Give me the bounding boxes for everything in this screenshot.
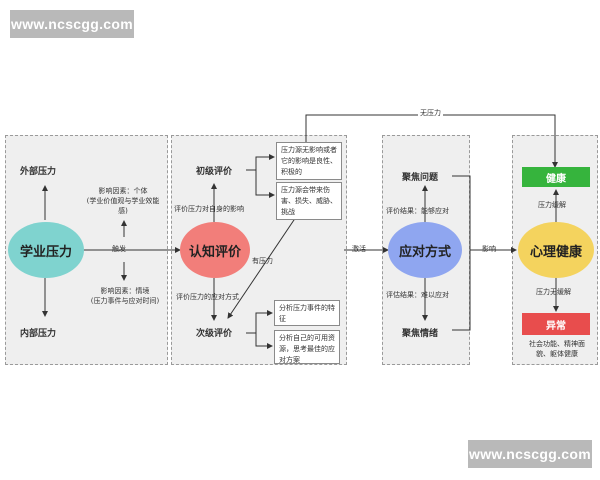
- internal-stress-label: 内部压力: [20, 329, 57, 339]
- influence-label: 影响: [482, 245, 496, 253]
- health-node-label: 心理健康: [529, 244, 582, 260]
- coping-node-label: 应对方式: [398, 244, 451, 260]
- coping-node: 应对方式: [388, 222, 462, 278]
- result-cannot-label: 评估结果：难以应对: [386, 291, 449, 299]
- health-node: 心理健康: [518, 222, 594, 278]
- note-analyze-resources: 分析自己的可用资源，思考最佳的应对方案: [274, 330, 340, 364]
- factor-personal: 影响因素：个体 (学业价值观与学业效能感): [86, 186, 160, 216]
- note-harm: 压力源会带来伤害、损失、威胁、挑战: [276, 182, 342, 220]
- stress-node-label: 学业压力: [19, 244, 72, 260]
- has-stress-label: 有压力: [252, 257, 273, 265]
- appraisal-node: 认知评价: [180, 222, 250, 278]
- result-can-label: 评价结果：能够应对: [386, 207, 449, 215]
- problem-focus-label: 聚焦问题: [402, 173, 439, 183]
- primary-edge-label: 评价压力对自身的影响: [174, 205, 244, 213]
- abnormal-pill: 异常: [522, 313, 590, 335]
- secondary-edge-label: 评价压力的应对方式: [176, 293, 239, 301]
- appraisal-node-label: 认知评价: [188, 244, 241, 260]
- factor-personal-title: 影响因素：个体: [98, 187, 148, 195]
- activate-label: 激活: [352, 245, 366, 253]
- note-no-effect: 压力源无影响或者它的影响是良性、积极的: [276, 142, 342, 180]
- primary-appraisal-label: 初级评价: [196, 167, 233, 177]
- stress-node: 学业压力: [8, 222, 84, 278]
- outcome-label: 社会功能、精神面貌、躯体健康: [529, 340, 585, 358]
- healthy-pill: 健康: [522, 167, 590, 187]
- secondary-appraisal-label: 次级评价: [196, 329, 233, 339]
- abnormal-label: 异常: [546, 320, 566, 332]
- factor-personal-detail: (学业价值观与学业效能感): [86, 197, 160, 215]
- watermark-top: www.ncscgg.com: [10, 10, 134, 38]
- watermark-bottom: www.ncscgg.com: [468, 440, 592, 468]
- emotion-focus-label: 聚焦情绪: [402, 329, 439, 339]
- no-stress-label: 无压力: [418, 108, 443, 118]
- trigger-label: 触发: [112, 245, 126, 253]
- note-analyze-event: 分析压力事件的特征: [274, 300, 340, 326]
- factor-context: 影响因素：情境 (压力事件与应对时间): [86, 286, 164, 306]
- factor-context-title: 影响因素：情境: [100, 287, 150, 295]
- relief-label: 压力缓解: [538, 201, 566, 209]
- no-relief-label: 压力无缓解: [536, 288, 571, 296]
- external-stress-label: 外部压力: [20, 167, 57, 177]
- healthy-label: 健康: [546, 173, 566, 185]
- factor-context-detail: (压力事件与应对时间): [90, 297, 160, 305]
